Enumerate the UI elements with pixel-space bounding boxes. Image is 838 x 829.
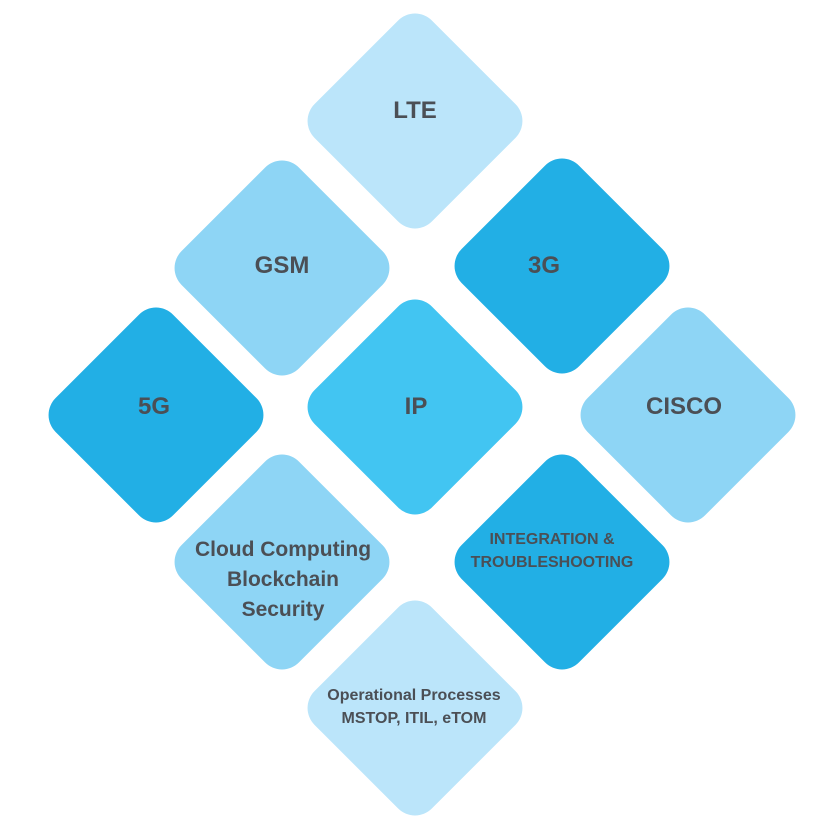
label-cloud: Cloud Computing Blockchain Security — [195, 535, 371, 625]
label-operational: Operational Processes MSTOP, ITIL, eTOM — [327, 684, 500, 730]
label-line: Blockchain — [226, 568, 340, 591]
label-integration: INTEGRATION & TROUBLESHOOTING — [471, 528, 634, 574]
label-line: Security — [241, 598, 325, 621]
label-line: Operational Processes — [327, 687, 501, 704]
label-5g: 5G — [137, 393, 171, 420]
label-3g: 3G — [527, 252, 561, 279]
label-line: MSTOP, ITIL, eTOM — [341, 710, 487, 727]
label-ip: IP — [404, 393, 428, 420]
label-gsm: GSM — [254, 252, 310, 279]
label-cisco: CISCO — [645, 393, 723, 420]
label-line: INTEGRATION & — [489, 531, 615, 548]
label-line: TROUBLESHOOTING — [470, 554, 634, 571]
label-line: Cloud Computing — [194, 538, 372, 561]
label-lte: LTE — [393, 97, 437, 124]
